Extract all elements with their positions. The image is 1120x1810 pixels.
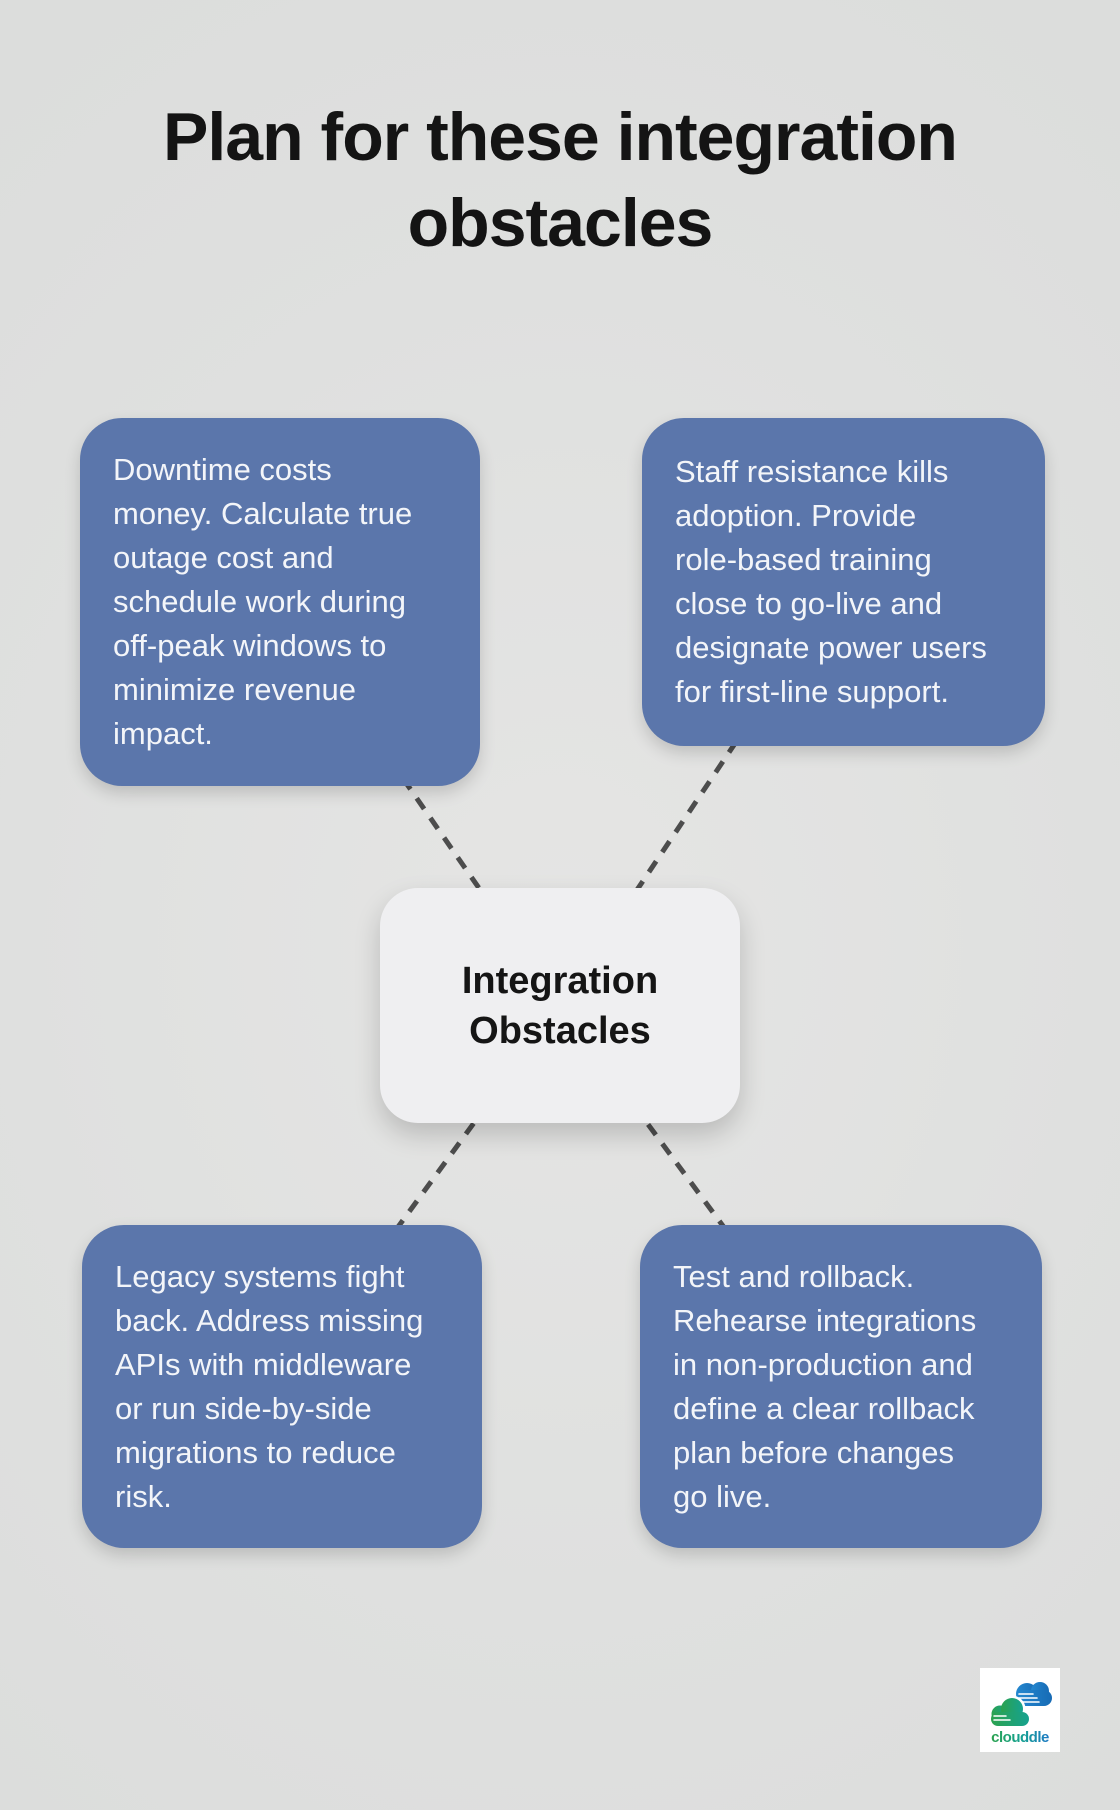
- obstacle-card-text: Legacy systems fight back. Address missi…: [115, 1258, 424, 1514]
- page-title: Plan for these integration obstacles: [163, 99, 958, 261]
- obstacle-card-text: Staff resistance kills adoption. Provide…: [675, 454, 987, 709]
- obstacle-card-bottom-right: Test and rollback. Rehearse integrations…: [640, 1225, 1042, 1548]
- center-node-label: Integration Obstacles: [461, 959, 659, 1052]
- clouddle-logo: clouddle: [980, 1668, 1060, 1752]
- cloud-icon: [988, 1682, 1052, 1729]
- obstacle-card-top-right: Staff resistance kills adoption. Provide…: [642, 418, 1045, 746]
- center-node: Integration Obstacles: [380, 888, 740, 1123]
- obstacle-card-top-left: Downtime costs money. Calculate true out…: [80, 418, 480, 786]
- logo-wordmark: clouddle: [991, 1729, 1049, 1746]
- obstacle-card-text: Test and rollback. Rehearse integrations…: [673, 1258, 977, 1514]
- obstacle-card-text: Downtime costs money. Calculate true out…: [113, 452, 413, 751]
- obstacle-card-bottom-left: Legacy systems fight back. Address missi…: [82, 1225, 482, 1548]
